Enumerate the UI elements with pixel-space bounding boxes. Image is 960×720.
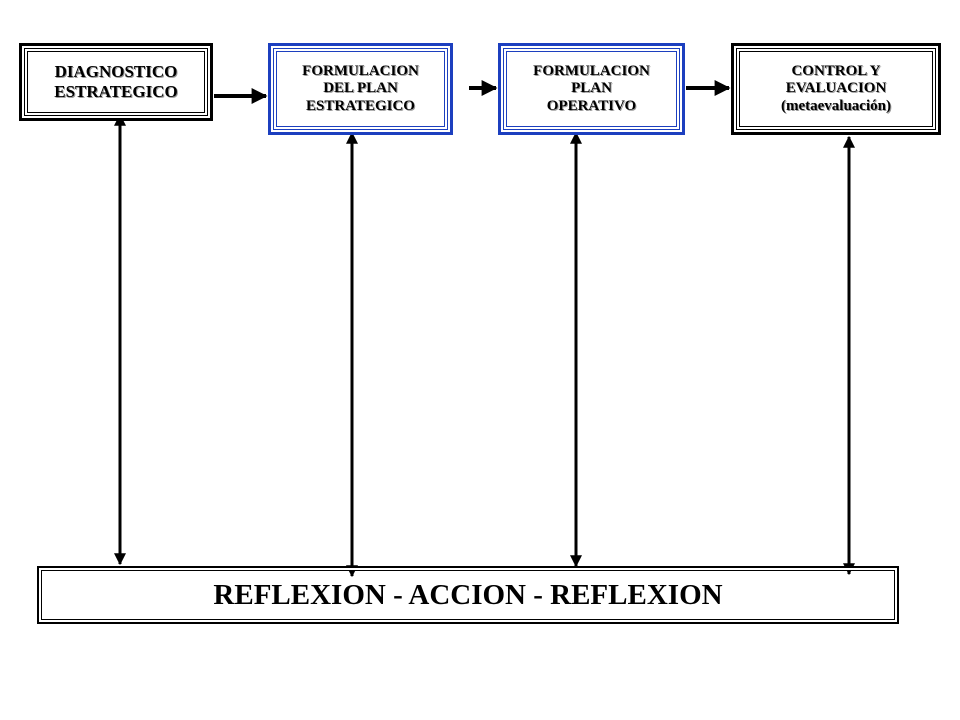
node-label-line: OPERATIVO xyxy=(546,97,637,114)
node-label-line: EVALUACION xyxy=(785,80,887,97)
reflexion-accion-label: REFLEXION - ACCION - REFLEXION xyxy=(213,578,723,611)
node-formulacion-plan-operativo: FORMULACION PLAN OPERATIVO xyxy=(498,43,685,135)
node-label-line: ESTRATEGICO xyxy=(306,97,415,114)
node-label-line: FORMULACION xyxy=(533,63,650,80)
node-label-line: DIAGNOSTICO xyxy=(54,62,178,82)
node-label-line: FORMULACION xyxy=(302,63,419,80)
node-label-line: PLAN xyxy=(571,80,612,97)
node-label-line: (metaevaluación) xyxy=(781,97,891,114)
node-label-line: CONTROL Y xyxy=(791,63,881,80)
node-label-line: ESTRATEGICO xyxy=(54,82,178,101)
node-label-line: DEL PLAN xyxy=(323,80,398,97)
reflexion-accion-bar: REFLEXION - ACCION - REFLEXION xyxy=(37,566,899,624)
node-control-evaluacion: CONTROL Y EVALUACION (metaevaluación) xyxy=(731,43,941,135)
node-diagnostico-estrategico: DIAGNOSTICO ESTRATEGICO xyxy=(19,43,213,121)
node-formulacion-plan-estrategico: FORMULACION DEL PLAN ESTRATEGICO xyxy=(268,43,453,135)
